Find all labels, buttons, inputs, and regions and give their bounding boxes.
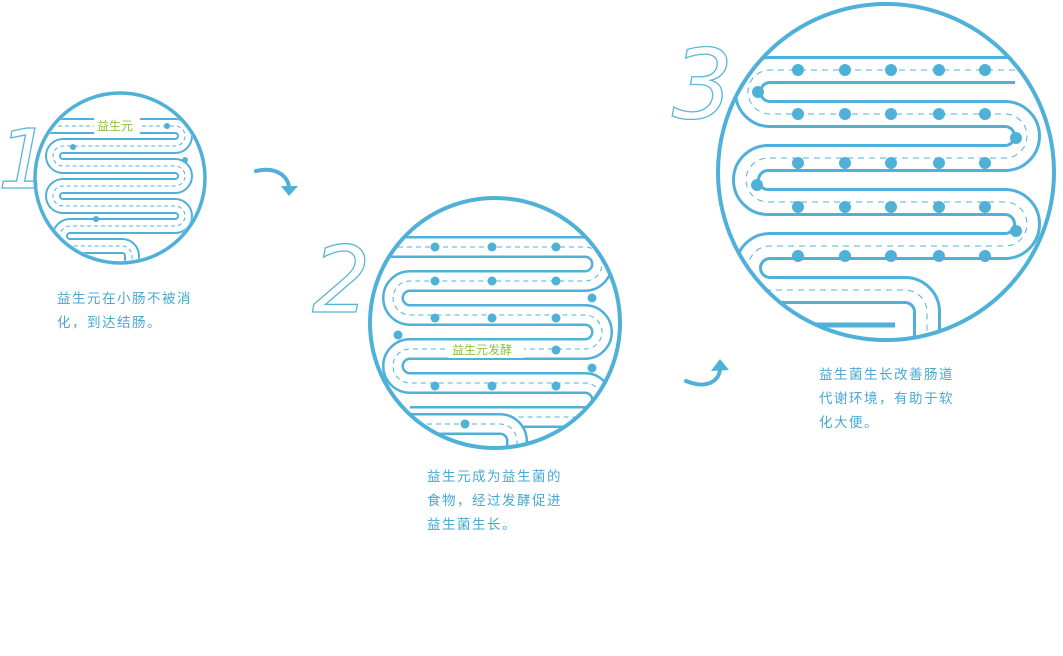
caption-line: 益生元成为益生菌的 xyxy=(427,465,562,489)
caption-line: 益生菌生长改善肠道 xyxy=(819,363,954,387)
step-3-caption: 益生菌生长改善肠道 代谢环境，有助于软 化大便。 xyxy=(819,363,954,435)
step-1: 1 益生元 xyxy=(0,93,205,270)
intestine-2: 益生元发酵 xyxy=(371,199,619,460)
arrow-curved-down-head xyxy=(281,186,298,196)
caption-line: 化，到达结肠。 xyxy=(57,311,192,335)
caption-line: 食物，经过发酵促进 xyxy=(427,489,562,513)
step-2-number: 2 xyxy=(312,227,371,334)
step-1-label: 益生元 xyxy=(97,119,133,133)
caption-line: 化大便。 xyxy=(819,411,954,435)
arrow-curved-up-head xyxy=(711,359,729,371)
step-2-label: 益生元发酵 xyxy=(452,342,512,357)
caption-line: 代谢环境，有助于软 xyxy=(819,387,954,411)
caption-line: 益生菌生长。 xyxy=(427,513,562,537)
step-1-caption: 益生元在小肠不被消 化，到达结肠。 xyxy=(57,287,192,335)
step-3: 3 xyxy=(672,4,1054,345)
step-2-caption: 益生元成为益生菌的 食物，经过发酵促进 益生菌生长。 xyxy=(427,465,562,537)
caption-line: 益生元在小肠不被消 xyxy=(57,287,192,311)
step-2: 2 益生元发酵 xyxy=(312,198,620,460)
